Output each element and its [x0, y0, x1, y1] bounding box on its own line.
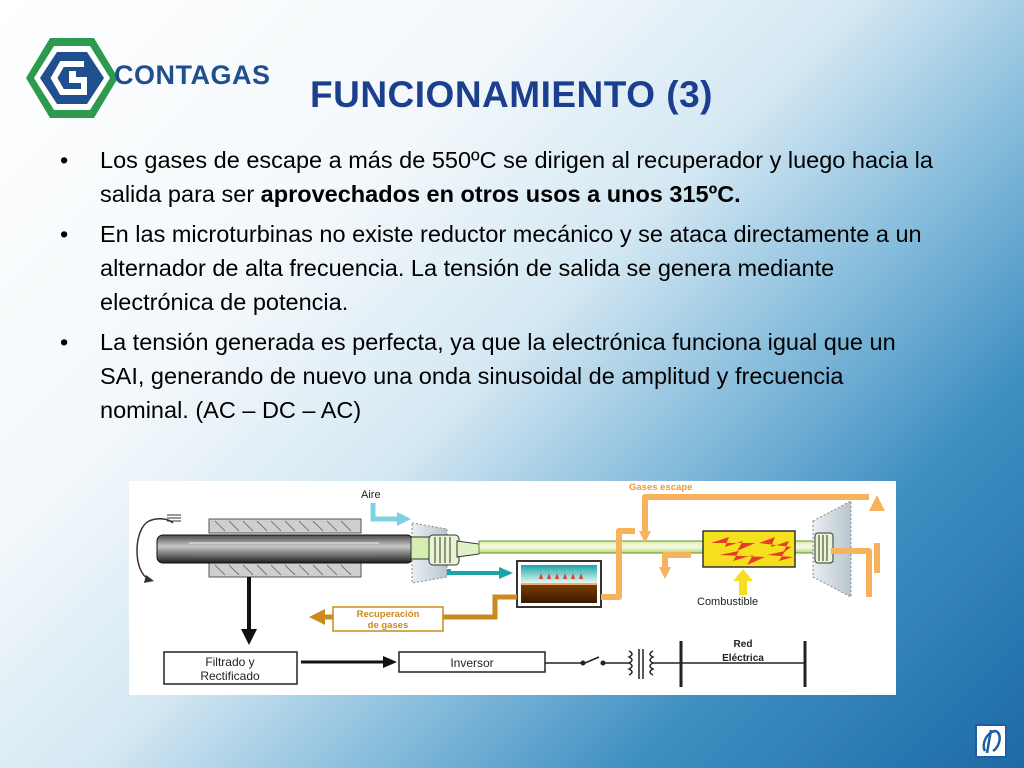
bullet-text: Los gases de escape a más de 550ºC se di… [100, 147, 933, 207]
label-red-1: Red [734, 639, 753, 650]
bullet-dot: • [60, 221, 69, 247]
bullet-text: La tensión generada es perfecta, ya que … [100, 329, 896, 423]
label-red-2: Eléctrica [722, 653, 764, 664]
exhaust-path [601, 494, 880, 600]
bullet-list: • Los gases de escape a más de 550ºC se … [58, 143, 938, 433]
bullet-item: • En las microturbinas no existe reducto… [58, 217, 938, 319]
bullet-item: • Los gases de escape a más de 550ºC se … [58, 143, 938, 211]
label-inversor: Inversor [450, 656, 493, 670]
compressor-turbine [410, 522, 480, 584]
logo-text: CONTAGAS [114, 60, 271, 90]
bullet-dot: • [60, 147, 69, 173]
bullet-item: • La tensión generada es perfecta, ya qu… [58, 325, 938, 427]
recuperator [516, 560, 602, 608]
bullet-bold-text: aprovechados en otros usos a unos 315ºC. [260, 181, 741, 207]
corner-emblem-icon [975, 724, 1007, 758]
contagas-logo [22, 36, 284, 120]
microturbine-diagram-svg: Aire Gases escape Combustible Recuperaci… [136, 482, 885, 687]
label-filtrado-2: Rectificado [200, 669, 260, 683]
bullet-text: En las microturbinas no existe reductor … [100, 221, 922, 315]
grid-connection [545, 641, 807, 687]
label-aire: Aire [361, 489, 381, 501]
label-filtrado-1: Filtrado y [205, 655, 254, 669]
page-title: FUNCIONAMIENTO (3) [310, 74, 713, 115]
rotation-arrow-icon [136, 520, 150, 580]
label-gases-escape: Gases escape [629, 482, 692, 493]
label-recuperacion-1: Recuperación [357, 609, 420, 620]
combustion-chamber [702, 530, 796, 568]
filtrado-box [163, 651, 298, 685]
alternator [136, 514, 414, 583]
contagas-logo-mark [26, 38, 118, 118]
air-arrow [370, 503, 399, 522]
microturbine-diagram: Aire Gases escape Combustible Recuperaci… [129, 481, 896, 695]
label-combustible: Combustible [697, 596, 758, 608]
inversor-box [398, 651, 546, 673]
bullet-dot: • [60, 329, 69, 355]
fuel-arrow [733, 569, 753, 595]
label-recuperacion-2: de gases [368, 620, 409, 631]
